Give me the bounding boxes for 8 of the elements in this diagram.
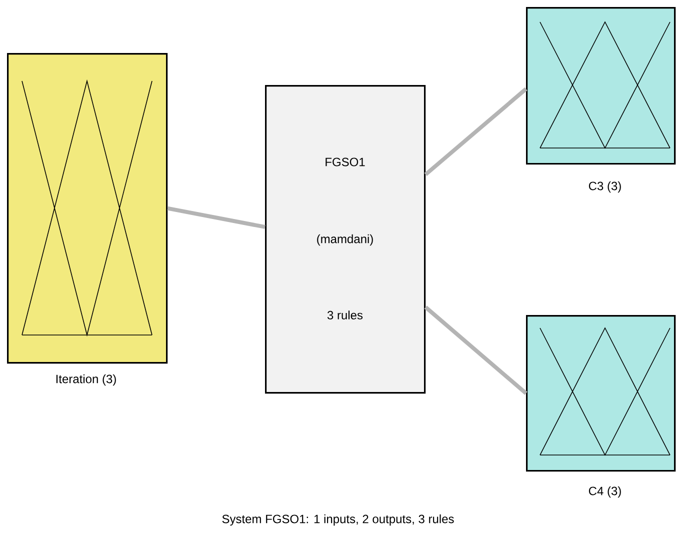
connector-line [424, 306, 528, 395]
connector-line [424, 87, 528, 176]
caption: System FGSO1: 1 inputs, 2 outputs, 3 rules [222, 514, 454, 526]
variable-label: Iteration (3) [56, 374, 116, 386]
variable-label: C3 (3) [588, 181, 621, 193]
variable-label: C4 (3) [588, 486, 621, 498]
system-box: FGSO1 (mamdani) 3 rules [265, 85, 426, 394]
connector-line [167, 206, 266, 229]
